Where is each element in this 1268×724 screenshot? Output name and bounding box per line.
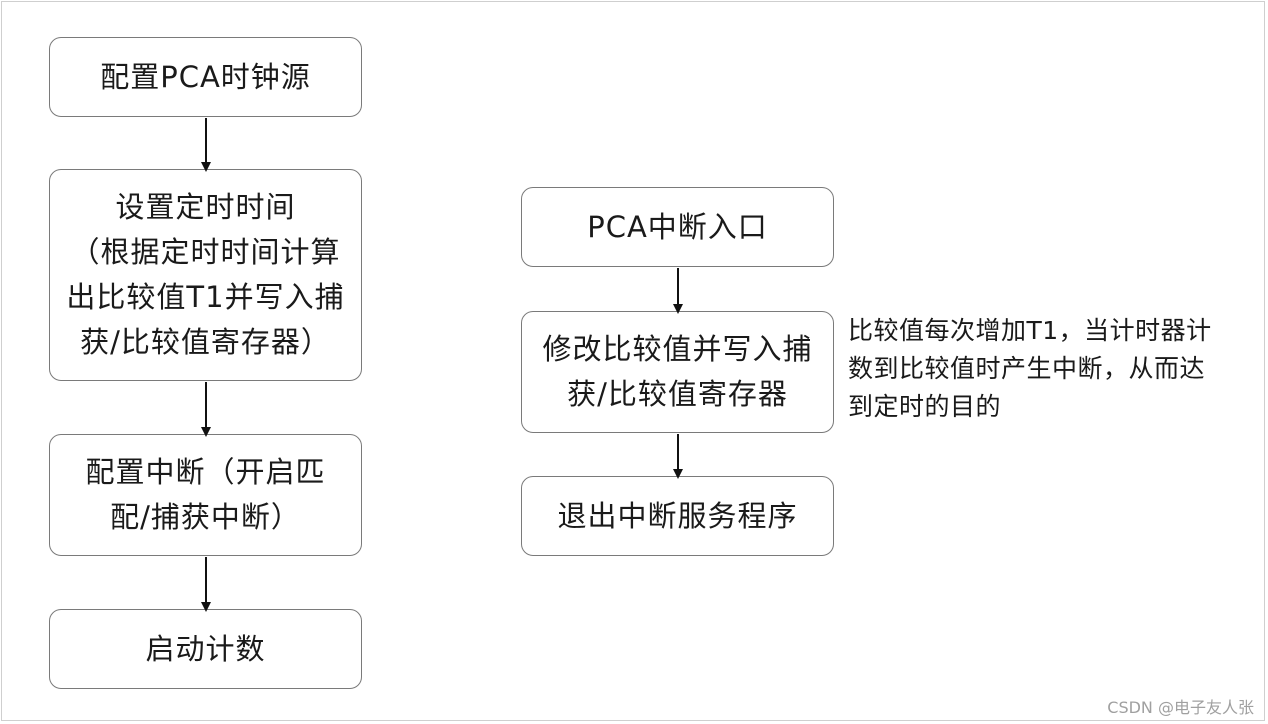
box-label: 启动计数: [145, 631, 266, 666]
box-line: （根据定时时间计算: [70, 235, 341, 269]
box-line: 获/比较值寄存器: [567, 377, 788, 411]
box-modify-compare-value: 修改比较值并写入捕 获/比较值寄存器: [521, 311, 834, 433]
box-line: 设置定时时间: [115, 190, 296, 224]
box-line: 配/捕获中断）: [110, 500, 301, 534]
box-text: 配置中断（开启匹 配/捕获中断）: [85, 450, 325, 540]
box-label: PCA中断入口: [587, 209, 768, 244]
box-label: 配置PCA时钟源: [100, 59, 311, 94]
box-label: 退出中断服务程序: [557, 498, 798, 533]
box-text: 修改比较值并写入捕 获/比较值寄存器: [542, 327, 812, 417]
box-line: 出比较值T1并写入捕: [66, 280, 345, 314]
note-line: 比较值每次增加T1，当计时器计: [848, 316, 1212, 345]
watermark: CSDN @电子友人张: [1107, 698, 1254, 717]
box-text: 设置定时时间 （根据定时时间计算 出比较值T1并写入捕 获/比较值寄存器）: [66, 185, 344, 365]
box-set-timer-time: 设置定时时间 （根据定时时间计算 出比较值T1并写入捕 获/比较值寄存器）: [49, 169, 362, 381]
box-pca-interrupt-entry: PCA中断入口: [521, 187, 834, 267]
note-line: 数到比较值时产生中断，从而达: [848, 354, 1206, 383]
box-line: 配置中断（开启匹: [85, 455, 326, 489]
box-exit-isr: 退出中断服务程序: [521, 476, 834, 556]
box-start-counting: 启动计数: [49, 609, 362, 689]
box-configure-interrupt: 配置中断（开启匹 配/捕获中断）: [49, 434, 362, 556]
box-line: 获/比较值寄存器）: [80, 325, 331, 359]
note-line: 到定时的目的: [848, 392, 1002, 421]
box-line: 修改比较值并写入捕: [542, 332, 813, 366]
annotation-note: 比较值每次增加T1，当计时器计 数到比较值时产生中断，从而达 到定时的目的: [848, 312, 1248, 426]
box-configure-pca-clock: 配置PCA时钟源: [49, 37, 362, 117]
